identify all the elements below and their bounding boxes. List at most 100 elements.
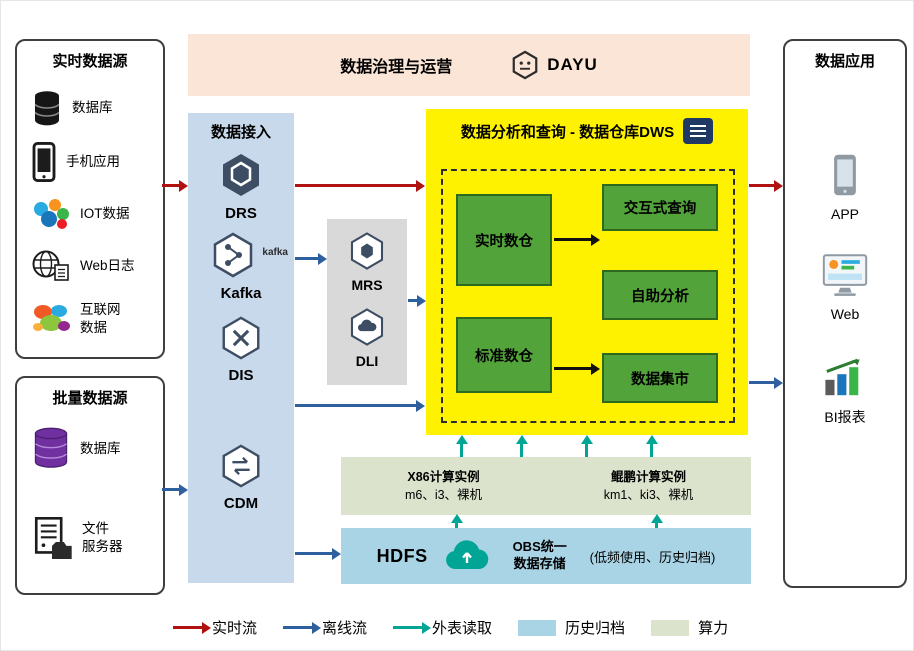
bi-report-icon (825, 358, 860, 396)
dli-icon (350, 308, 384, 346)
realtime-warehouse-label: 实时数仓 (475, 233, 533, 250)
source-weblog: Web日志 (31, 243, 135, 289)
mobile-phone-icon (32, 142, 56, 182)
realtime-warehouse-box: 实时数仓 (456, 194, 552, 286)
source-mobile-app: 手机应用 (31, 139, 120, 185)
offline-flow-arrow-3 (295, 399, 425, 412)
legend-offline: 离线流 (283, 617, 367, 638)
kunpeng-compute-name: 鲲鹏计算实例 (610, 469, 686, 484)
service-dli: DLI (327, 307, 407, 369)
offline-flow-arrow-1 (295, 252, 327, 265)
offline-flow-arrow-4 (162, 483, 188, 496)
realtime-flow-arrow-2 (295, 179, 425, 192)
dws-title: 数据分析和查询 - 数据仓库DWS (460, 123, 675, 141)
external-read-arrow-5 (450, 514, 463, 528)
realtime-sources-panel: 实时数据源 数据库 手机应用 I (15, 39, 165, 359)
app-label: APP (830, 206, 859, 222)
kafka-logo: kafka (262, 247, 288, 258)
realtime-flow-arrow-1 (162, 179, 188, 192)
ingestion-panel: 数据接入 DRS kafka Kafka DIS (188, 113, 294, 583)
service-cdm: CDM (188, 443, 294, 512)
web-item: Web (785, 253, 905, 322)
x86-compute: X86计算实例 m6、i3、裸机 (341, 457, 546, 515)
web-log-icon (32, 250, 69, 281)
batch-database-label: 数据库 (80, 441, 121, 457)
interactive-query-label: 交互式查询 (623, 201, 697, 217)
self-service-analysis-box: 自助分析 (602, 270, 718, 320)
web-label: Web (830, 306, 860, 322)
source-internet: 互联网 数据 (31, 293, 121, 345)
hdfs-label: HDFS (376, 545, 428, 566)
x86-compute-name: X86计算实例 (407, 469, 480, 484)
service-kafka: kafka Kafka (188, 231, 294, 302)
source-iot: IOT数据 (31, 191, 130, 237)
governance-title: 数据治理与运营 (340, 59, 453, 76)
compute-swatch-icon (651, 619, 690, 636)
source-internet-label: 互联网 数据 (80, 302, 121, 335)
kafka-icon (213, 232, 253, 278)
offline-arrow-icon (283, 621, 322, 634)
dis-label: DIS (228, 367, 254, 384)
offline-flow-arrow-2 (408, 294, 426, 307)
warehouse-link-arrow-2 (554, 362, 600, 375)
cdm-label: CDM (223, 495, 259, 512)
legend: 实时流 离线流 外表读取 历史归档 算力 (173, 617, 728, 638)
legend-realtime: 实时流 (173, 617, 257, 638)
dayu-label: DAYU (547, 55, 598, 74)
obs-cloud-icon (445, 540, 488, 570)
legend-external-label: 外表读取 (432, 620, 493, 637)
external-read-arrow-1 (455, 435, 468, 457)
kafka-label: Kafka (220, 285, 262, 302)
legend-compute: 算力 (651, 617, 728, 638)
data-mart-box: 数据集市 (602, 353, 718, 403)
dws-panel: 数据分析和查询 - 数据仓库DWS 实时数仓 标准数仓 交互式查询 自助分析 数… (426, 109, 748, 435)
data-mart-label: 数据集市 (631, 371, 689, 388)
realtime-arrow-icon (173, 621, 211, 634)
iot-icon (34, 199, 69, 229)
ingestion-title: 数据接入 (210, 124, 271, 141)
legend-compute-label: 算力 (698, 620, 729, 637)
middleware-panel: MRS DLI (327, 219, 407, 385)
external-read-arrow-4 (645, 435, 658, 457)
service-drs: DRS (188, 151, 294, 222)
dayu-icon (512, 50, 538, 80)
legend-archive-label: 历史归档 (565, 620, 626, 637)
batch-file-server-label: 文件 服务器 (82, 521, 123, 554)
source-database-label: 数据库 (72, 100, 113, 116)
bi-label: BI报表 (824, 409, 866, 425)
realtime-sources-title: 实时数据源 (52, 53, 128, 70)
batch-sources-title: 批量数据源 (52, 390, 128, 407)
standard-warehouse-box: 标准数仓 (456, 317, 552, 393)
app-item: APP (785, 153, 905, 222)
batch-file-server: 文件 服务器 (31, 506, 123, 570)
web-monitor-icon (822, 254, 868, 296)
service-mrs: MRS (327, 231, 407, 293)
internet-data-icon (33, 305, 70, 331)
cdm-icon (222, 444, 260, 488)
source-database: 数据库 (31, 85, 113, 131)
dws-document-icon (683, 118, 714, 144)
dws-inner-boundary (441, 169, 735, 423)
bi-item: BI报表 (785, 356, 905, 427)
kunpeng-compute-spec: km1、ki3、裸机 (603, 488, 694, 502)
kunpeng-compute: 鲲鹏计算实例 km1、ki3、裸机 (546, 457, 751, 515)
storage-note: (低频使用、历史归档) (589, 549, 716, 565)
drs-icon (223, 154, 259, 196)
interactive-query-box: 交互式查询 (602, 184, 718, 231)
drs-label: DRS (225, 205, 257, 222)
external-arrow-icon (393, 621, 432, 634)
applications-title: 数据应用 (814, 53, 875, 70)
self-service-analysis-label: 自助分析 (631, 288, 689, 305)
source-iot-label: IOT数据 (80, 206, 130, 222)
realtime-flow-arrow-3 (749, 179, 783, 192)
external-read-arrow-2 (515, 435, 528, 457)
storage-panel: HDFS OBS统一 数据存储 (低频使用、历史归档) (341, 528, 751, 584)
source-weblog-label: Web日志 (80, 258, 135, 274)
dayu-brand: DAYU (510, 49, 598, 81)
app-phone-icon (834, 154, 856, 196)
x86-compute-spec: m6、i3、裸机 (404, 488, 483, 502)
mrs-icon (350, 232, 384, 270)
offline-flow-arrow-6 (749, 376, 783, 389)
dli-label: DLI (355, 353, 379, 369)
